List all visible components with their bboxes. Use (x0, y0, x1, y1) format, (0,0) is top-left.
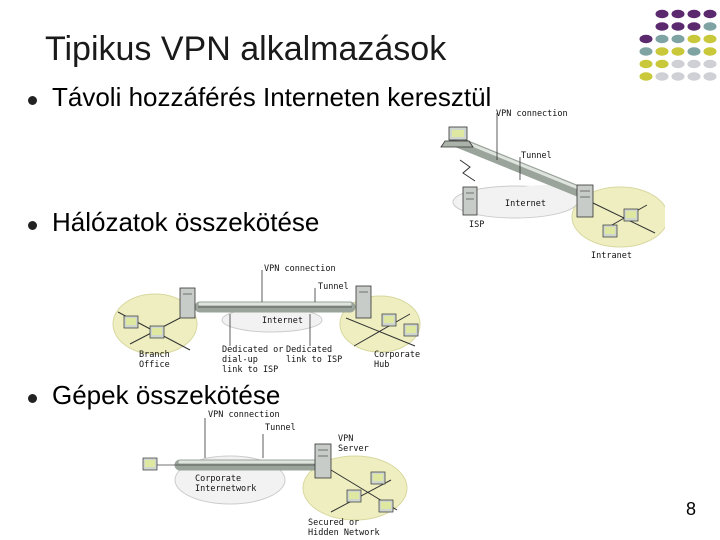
d2-dedicated-label: Dedicated link to ISP (286, 345, 342, 365)
workstation-icon (403, 323, 419, 337)
d2-dedicated-line2: link to ISP (286, 355, 343, 365)
d3-internetwork-line2: Internetwork (195, 484, 257, 494)
workstation-icon (381, 313, 397, 327)
decorative-dot (655, 59, 669, 69)
d2-tunnel-label: Tunnel (318, 282, 349, 292)
page-number: 8 (685, 499, 696, 519)
bullet-icon (28, 394, 37, 403)
decorative-dot (655, 22, 669, 31)
decorative-dot (687, 59, 701, 69)
vpn-server-icon (314, 443, 332, 479)
decorative-dot (687, 22, 701, 31)
d3-vpn-server-label: VPN Server (338, 434, 369, 454)
slide-title: Tipikus VPN alkalmazások (45, 30, 447, 68)
decorative-dot (703, 9, 717, 19)
d2-vpn-connection-label: VPN connection (264, 264, 336, 274)
workstation-icon (623, 208, 639, 222)
d1-intranet-label: Intranet (591, 251, 632, 261)
workstation-icon (123, 315, 139, 329)
d3-vpn-connection-label: VPN connection (208, 410, 280, 420)
d2-internet-label: Internet (262, 316, 303, 326)
decorative-dot (639, 47, 653, 56)
decorative-dot (687, 9, 701, 19)
d2-branch-line2: Office (139, 360, 170, 370)
decorative-dot (655, 34, 669, 44)
hub-router-icon (355, 285, 372, 319)
decorative-dot (639, 72, 653, 81)
decorative-dot (655, 9, 669, 19)
decorative-dot (671, 22, 685, 31)
decorative-dot (671, 59, 685, 69)
bullet-icon (28, 96, 37, 105)
bullet-network-link: Hálózatok összekötése (52, 207, 320, 237)
decorative-dot (639, 59, 653, 69)
d3-secured-label: Secured or Hidden Network (308, 518, 380, 538)
d3-internetwork-label: Corporate Internetwork (195, 474, 256, 494)
decorative-dot (703, 59, 717, 69)
d2-dialup-line3: link to ISP (222, 365, 279, 375)
d2-branch-label: Branch Office (139, 350, 170, 370)
d2-dedicated-line1: Dedicated (286, 345, 333, 355)
d3-vpn-server-line1: VPN (338, 434, 354, 444)
bullet-host-link: Gépek összekötése (52, 380, 281, 410)
d1-vpn-connection-label: VPN connection (496, 109, 568, 119)
decorative-dot (655, 72, 669, 81)
decorative-dot (703, 47, 717, 56)
decorative-dot (687, 34, 701, 44)
branch-router-icon (179, 287, 196, 319)
d1-tunnel-label: Tunnel (521, 151, 552, 161)
decorative-dot (703, 34, 717, 44)
vpn-server-icon (576, 184, 594, 218)
decorative-dot (671, 9, 685, 19)
decorative-dot (687, 72, 701, 81)
bullet-icon (28, 221, 37, 230)
workstation-icon (378, 499, 394, 513)
decorative-dot-grid (639, 9, 717, 81)
d3-internetwork-line1: Corporate (195, 474, 242, 484)
network-link-diagram (112, 270, 421, 355)
bullet-remote-access: Távoli hozzáférés Interneten keresztül (52, 82, 492, 112)
decorative-dot (671, 47, 685, 56)
workstation-icon (149, 325, 165, 339)
decorative-dot (687, 47, 701, 56)
d3-secured-line1: Secured or (308, 518, 360, 528)
isp-server-icon (462, 186, 478, 216)
laptop-icon (440, 126, 474, 148)
decorative-dot (703, 22, 717, 31)
workstation-icon (370, 471, 386, 485)
workstation-icon (346, 489, 362, 503)
workstation-icon (602, 224, 618, 238)
d2-branch-line1: Branch (139, 350, 170, 360)
decorative-dot (671, 34, 685, 44)
decorative-dot (703, 72, 717, 81)
decorative-dot (655, 47, 669, 56)
d3-tunnel-label: Tunnel (265, 423, 296, 433)
d2-hub-line2: Hub (374, 360, 390, 370)
d2-dialup-line2: dial-up (222, 355, 258, 365)
decorative-dot (671, 72, 685, 81)
d2-dialup-line1: Dedicated or (222, 345, 284, 355)
client-workstation-icon (142, 457, 158, 471)
host-link-diagram (142, 418, 408, 521)
d3-secured-line2: Hidden Network (308, 528, 380, 538)
d3-vpn-server-line2: Server (338, 444, 369, 454)
d1-isp-label: ISP (469, 220, 485, 230)
decorative-dot (639, 34, 653, 44)
d2-hub-line1: Corporate (374, 350, 421, 360)
d2-dialup-label: Dedicated or dial-up link to ISP (222, 345, 283, 375)
remote-access-diagram (440, 113, 665, 248)
d1-internet-label: Internet (505, 199, 546, 209)
d2-hub-label: Corporate Hub (374, 350, 420, 370)
